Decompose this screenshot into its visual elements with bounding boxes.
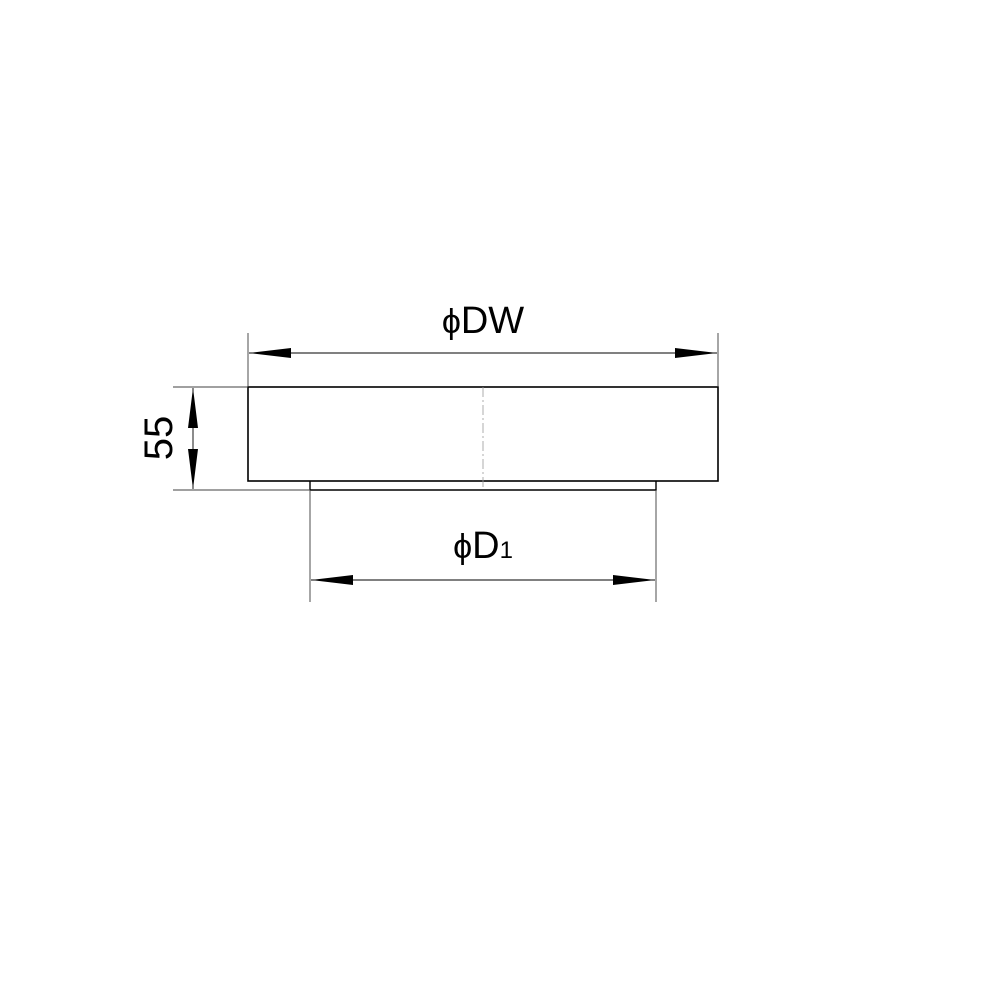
d1-label: ϕD1 <box>453 525 513 567</box>
dw-label: ϕDW <box>442 300 524 342</box>
d1-arrow-right <box>613 575 655 585</box>
dw-arrow-right <box>675 348 717 358</box>
outer-diameter-dimension: ϕDW <box>247 300 719 386</box>
dw-arrow-left <box>249 348 291 358</box>
spigot-outline <box>309 481 657 491</box>
d1-label-subscript: 1 <box>500 537 513 564</box>
height-arrow-top <box>188 388 198 428</box>
height-arrow-bottom <box>188 449 198 489</box>
d1-arrow-left <box>311 575 353 585</box>
d1-diameter-symbol: ϕ <box>453 528 472 566</box>
d1-label-text: D <box>472 525 499 567</box>
dw-diameter-symbol: ϕ <box>442 303 461 341</box>
height-dimension: 55 <box>137 386 309 491</box>
inner-diameter-dimension: ϕD1 <box>309 491 657 602</box>
dw-label-text: DW <box>461 300 524 342</box>
height-label: 55 <box>137 416 181 461</box>
